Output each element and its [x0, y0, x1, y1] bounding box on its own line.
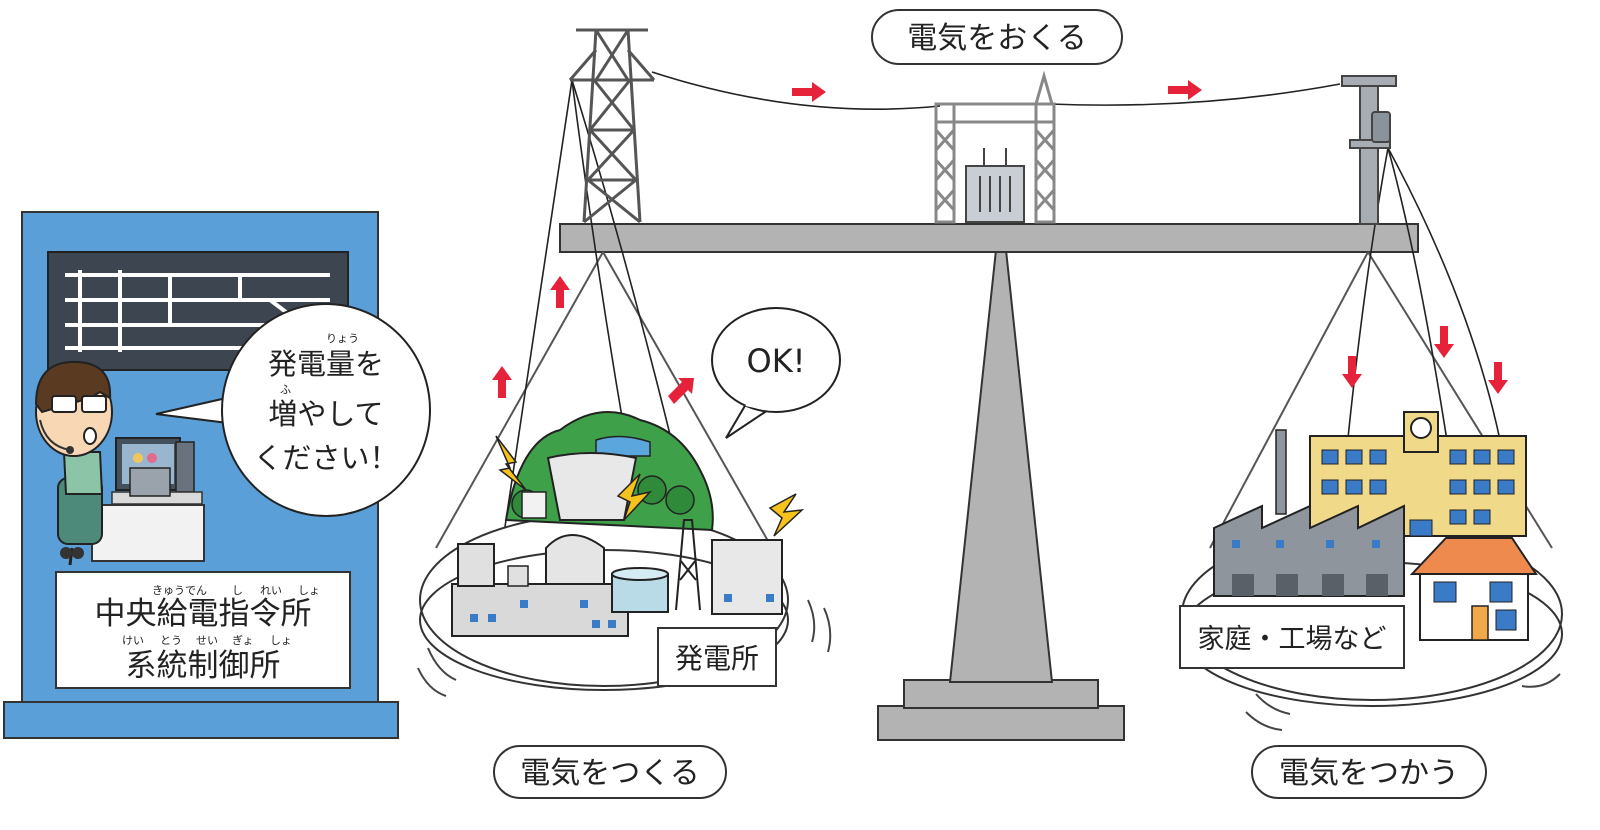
transformer [965, 165, 1025, 223]
utility-pole [1341, 75, 1397, 225]
ruby-ryou: りょう [326, 332, 359, 345]
substation [934, 70, 1056, 224]
homes-factories-label: 家庭・工場など [1198, 624, 1387, 655]
ruby-sho2: しょ [270, 634, 292, 647]
use-label-pill: 電気をつかう [1251, 745, 1487, 799]
speech-line-1: 発電量を [268, 347, 384, 381]
request-speech-bubble: りょう 発電量を ふ 増やして ください！ [155, 303, 431, 517]
ok-text: OK! [747, 342, 806, 380]
power-plant-label: 発電所 [675, 642, 759, 675]
ruby-shi: し [232, 584, 243, 597]
control-center-name-1: 中央給電指令所 [95, 596, 312, 632]
ruby-tou: とう [160, 634, 182, 647]
operator-desk [91, 437, 205, 562]
speech-line-3: ください！ [253, 441, 398, 475]
left-pan: 発電所 [417, 411, 832, 697]
make-label-pill: 電気をつくる [493, 745, 727, 799]
operator-person [34, 360, 113, 566]
homes-label-box [1179, 605, 1405, 669]
ruby-fu: ふ [280, 383, 291, 396]
control-center-name-2: 系統制御所 [126, 648, 281, 684]
control-center-label-box [55, 571, 351, 689]
ruby-kei: けい [122, 634, 144, 647]
right-pan: 家庭・工場など [1179, 411, 1563, 731]
send-label-pill: 電気をおくる [871, 9, 1123, 65]
make-label: 電気をつくる [520, 756, 699, 791]
power-plant-label-box [657, 627, 777, 687]
send-label: 電気をおくる [907, 21, 1086, 56]
balance-beam [559, 223, 1419, 253]
ruby-sho: しょ [298, 584, 320, 597]
use-label: 電気をつかう [1279, 756, 1459, 791]
ok-speech-bubble: OK! [711, 307, 841, 439]
speech-line-2: 増やして [268, 397, 383, 431]
flow-arrows [492, 80, 1508, 404]
transmission-tower [568, 28, 656, 224]
ruby-rei: れい [260, 584, 282, 597]
ruby-sei: せい [196, 634, 218, 647]
balance-scale [559, 223, 1419, 741]
ruby-gyo: ぎょ [232, 633, 253, 647]
ruby-kyuuden: きゅうでん [152, 584, 207, 597]
